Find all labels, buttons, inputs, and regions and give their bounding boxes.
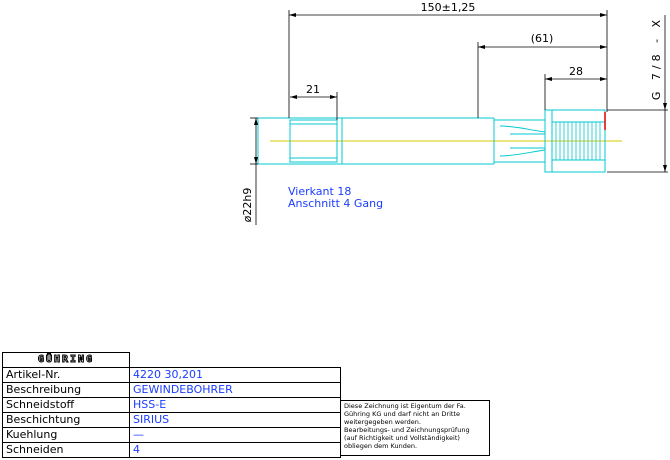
dim-thread-length: 28	[569, 65, 583, 78]
dimension-arrows	[254, 13, 667, 172]
row-value: 4220 30,201	[129, 367, 341, 383]
dim-thread-size: G 7/8 - X	[650, 16, 663, 100]
dim-square-length: 21	[306, 83, 320, 96]
tool-outline	[257, 109, 606, 173]
row-value: —	[129, 427, 341, 443]
row-label: Beschreibung	[2, 382, 130, 398]
dim-overall-length: 150±1,25	[421, 1, 476, 14]
row-label: Beschichtung	[2, 412, 130, 428]
brand-logo: GÜHRING	[2, 352, 130, 368]
note-chamfer: Anschnitt 4 Gang	[288, 197, 383, 210]
dim-ref-length: (61)	[531, 32, 554, 45]
dim-shank-diameter: ø22h9	[241, 188, 254, 223]
row-label: Schneidstoff	[2, 397, 130, 413]
title-block: GÜHRING Artikel-Nr. 4220 30,201 Beschrei…	[2, 352, 341, 458]
row-label: Artikel-Nr.	[2, 367, 130, 383]
row-value: HSS-E	[129, 397, 341, 413]
row-label: Kuehlung	[2, 427, 130, 443]
row-label: Schneiden	[2, 442, 130, 458]
row-value: GEWINDEBOHRER	[129, 382, 341, 398]
legal-note: Diese Zeichnung ist Eigentum der Fa. Güh…	[340, 400, 490, 456]
row-value: 4	[129, 442, 341, 458]
dimension-lines	[250, 10, 668, 225]
note-square: Vierkant 18	[288, 185, 351, 198]
row-value: SIRIUS	[129, 412, 341, 428]
